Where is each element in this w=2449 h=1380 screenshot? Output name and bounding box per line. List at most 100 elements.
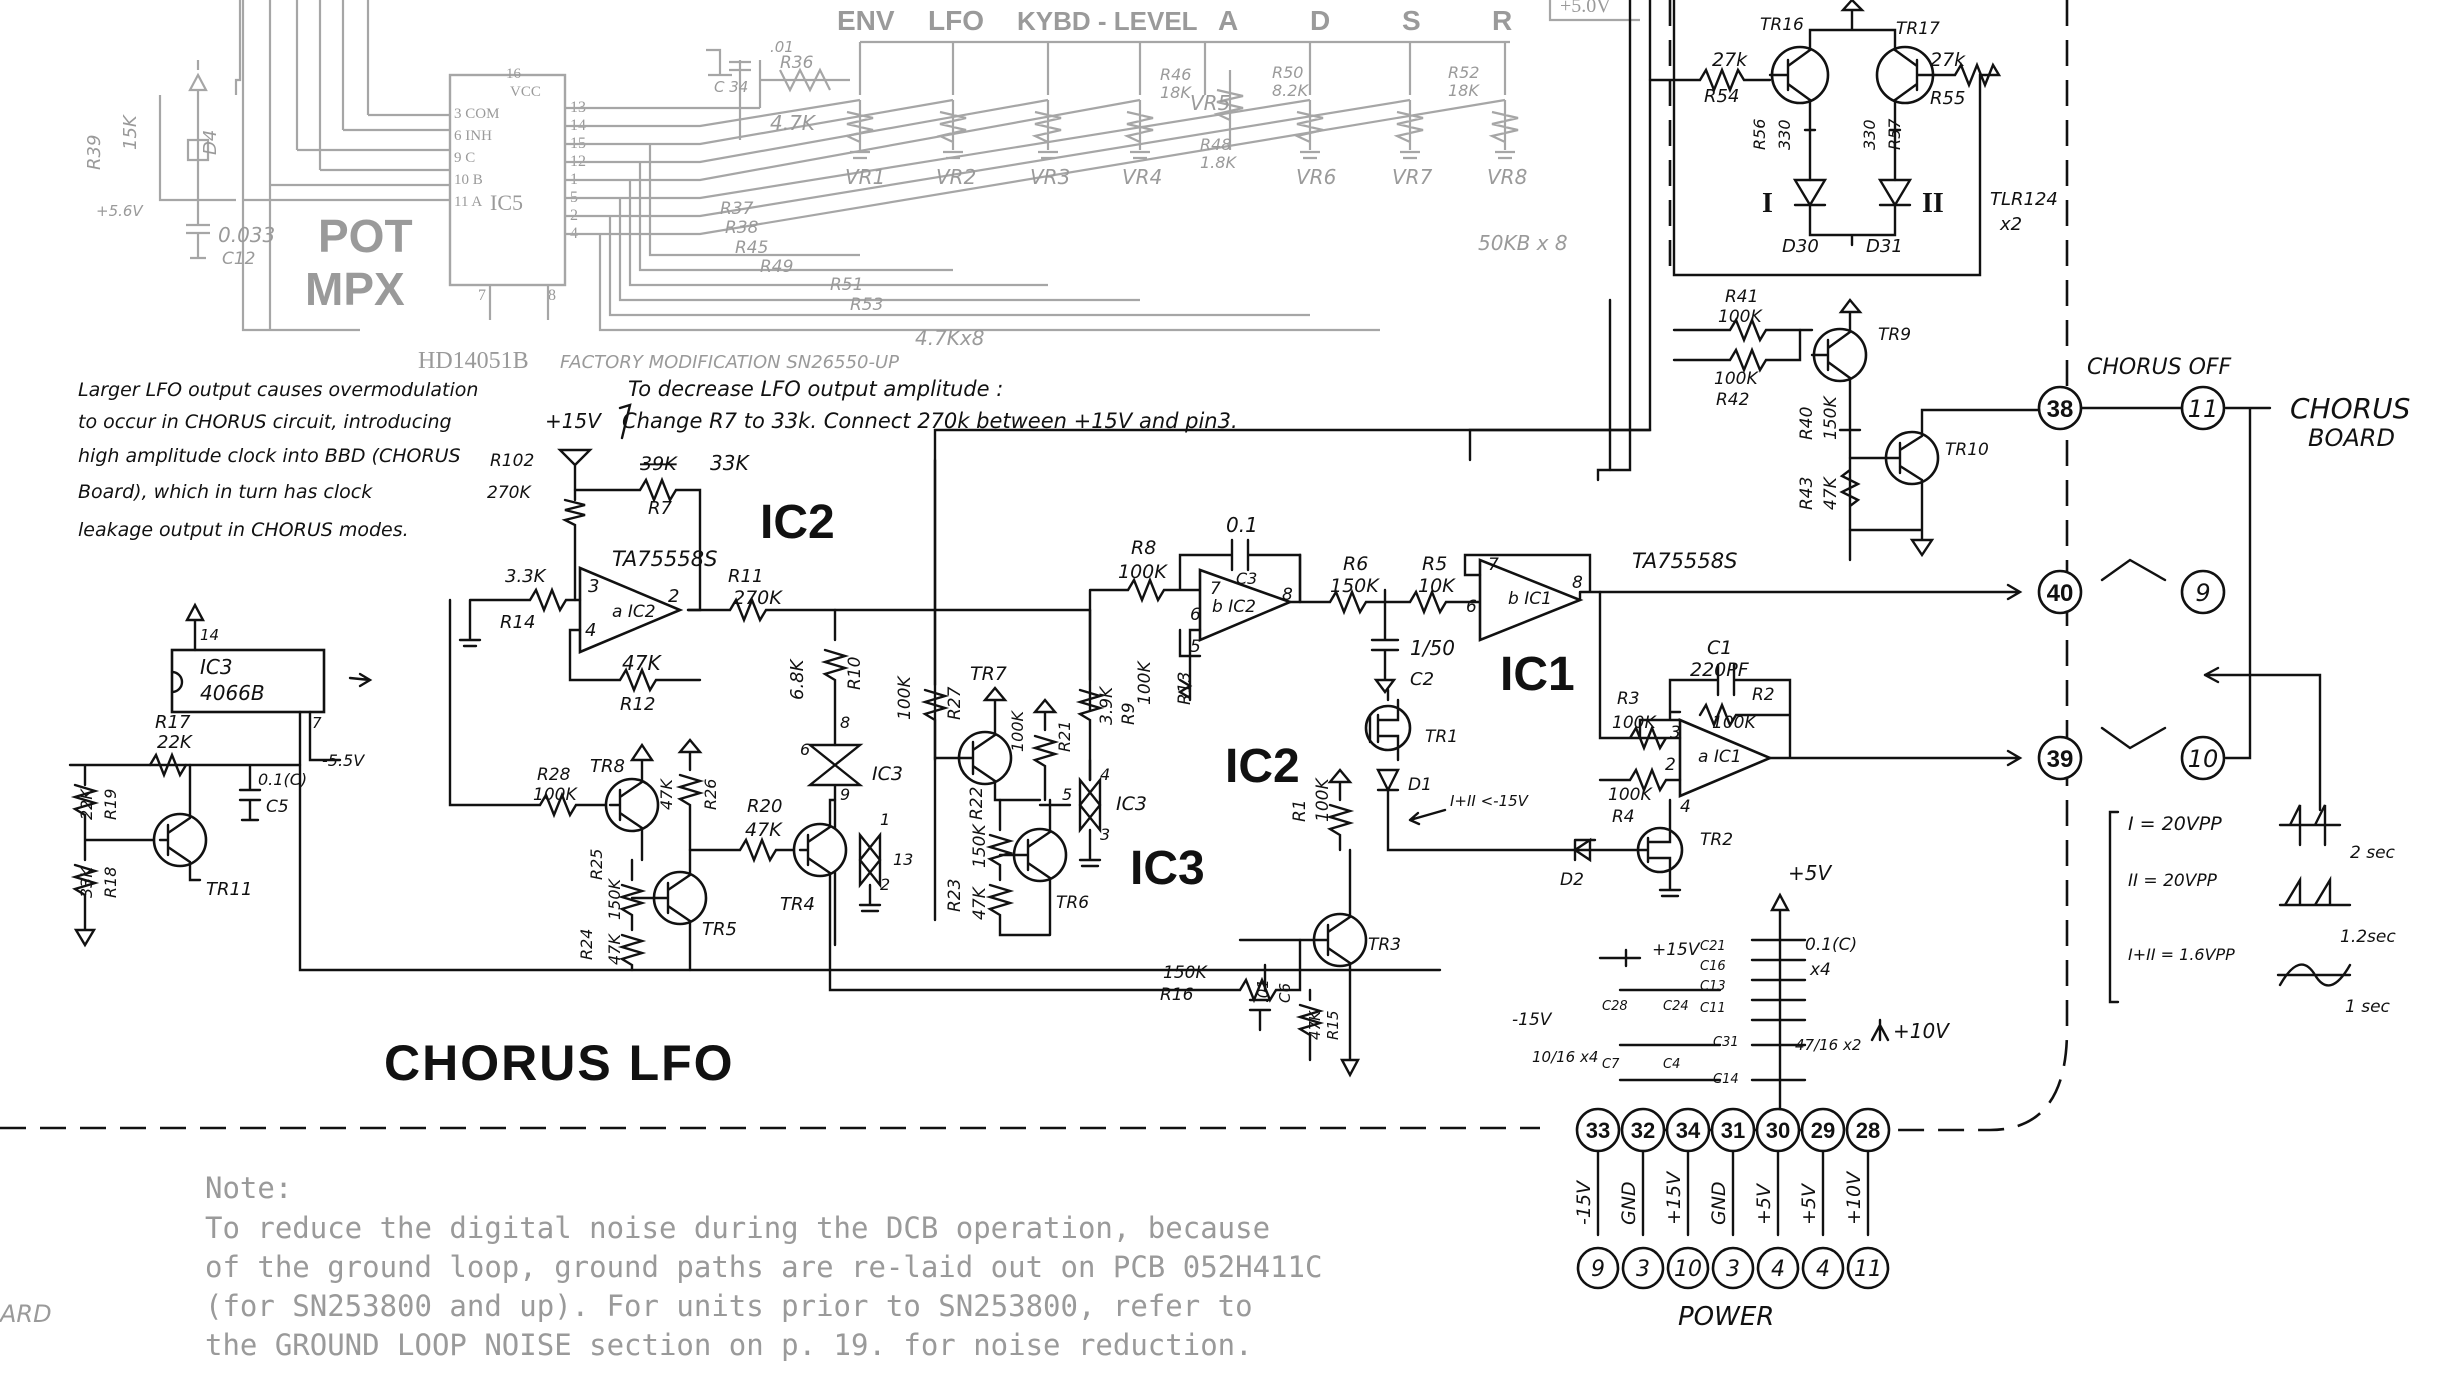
- pot-array-note: 50KB x 8: [1478, 231, 1568, 255]
- c2-value: 1/50: [1410, 636, 1455, 660]
- pot-mpx-title-1: POT: [318, 210, 413, 262]
- c5-value: 0.1(C): [258, 770, 307, 789]
- ic3-pin5: 5: [1062, 785, 1072, 804]
- ic2b-opamp: [1198, 568, 1294, 642]
- vr4-label: VR4: [1122, 165, 1162, 189]
- r18-label: R18: [101, 867, 120, 898]
- r2-label: R2: [1752, 685, 1775, 705]
- r26-value: 47K: [657, 778, 676, 810]
- annotation-left-line3: high amplitude clock into BBD (CHORUS: [78, 445, 461, 467]
- label-plus5v-top: +5.0V: [1560, 0, 1611, 17]
- triangle-wave-icon: [2100, 558, 2167, 582]
- annotation-left-line2: to occur in CHORUS circuit, introducing: [78, 411, 452, 433]
- ground-loop-note: Note: To reduce the digital noise during…: [0, 1171, 1322, 1362]
- chorus-lfo-circuit: +15V R102 270K 39K 33K R7 IC2 3 4 2 a IC…: [68, 0, 2023, 1091]
- board-pin-4a-label: 4: [1771, 1257, 1785, 1282]
- power-rail-gnd-1: GND: [1618, 1181, 1640, 1225]
- ic3-pin8: 8: [840, 713, 850, 732]
- ic5-chip-name: HD14051B: [418, 348, 529, 374]
- c2-label: C2: [1410, 669, 1434, 690]
- r12-value: 47K: [622, 651, 662, 675]
- r36-label: R36: [780, 53, 814, 73]
- power-pin-33-label: 33: [1586, 1118, 1610, 1143]
- r3-value: 100K: [1612, 713, 1657, 733]
- ic1b-pin6: 6: [1466, 597, 1477, 617]
- plus15v-power: +15V: [1652, 940, 1701, 960]
- ic2a-part: TA75558S: [612, 547, 717, 571]
- ic1a-label: a IC1: [1698, 747, 1742, 767]
- note-line-2: of the ground loop, ground paths are re-…: [205, 1250, 1322, 1284]
- r57-value: 330: [1860, 119, 1879, 150]
- ic3-switch-label: IC3: [872, 763, 903, 785]
- tr1-fet: [1364, 704, 1412, 752]
- ic5-pin-inh: 6 INH: [454, 128, 492, 144]
- board-pin-4a: [1756, 1246, 1800, 1290]
- r10-value: 6.8K: [787, 658, 808, 700]
- chorus-indicator-section: 27k R54 27k R55 TR16 TR17 R56 330 330 R5…: [1468, 0, 2410, 1132]
- ic1-part: TA75558S: [1632, 549, 1737, 573]
- r45-label: R45: [735, 238, 768, 258]
- cap-qty: x4: [1809, 960, 1831, 980]
- power-pin-28-label: 28: [1856, 1118, 1880, 1143]
- r41-label: R41: [1725, 287, 1758, 307]
- ic2a-pin3: 3: [588, 576, 599, 597]
- tr5-label: TR5: [702, 919, 737, 940]
- ic1a-pin2: 2: [1665, 755, 1676, 775]
- ic3-pin6: 6: [800, 740, 810, 759]
- r22-label: R22: [967, 787, 987, 820]
- ic3-chip-pin7: 7: [312, 714, 322, 732]
- cap-c31: C31: [1713, 1035, 1739, 1050]
- cap-note: 0.1(C): [1805, 935, 1857, 955]
- power-pin-32-label: 32: [1631, 1118, 1655, 1143]
- waveform-sum-icon: [2276, 963, 2352, 987]
- r14-value: 3.3K: [505, 566, 547, 587]
- ic3-pin4: 4: [1100, 765, 1110, 784]
- ic3-pin3: 3: [1100, 825, 1110, 844]
- d30-label: D30: [1782, 236, 1819, 257]
- r43-label: R43: [1797, 477, 1817, 510]
- connector-11-label: 11: [2188, 395, 2219, 423]
- r4-label: R4: [1612, 807, 1635, 827]
- connector-38-label: 38: [2047, 396, 2074, 423]
- cap-c4: C4: [1663, 1057, 1680, 1072]
- plus56v-label: +5.6V: [96, 202, 144, 220]
- power-pin-31-label: 31: [1721, 1118, 1745, 1143]
- r39-label: R39: [84, 135, 105, 170]
- r21-label: R21: [1055, 721, 1074, 752]
- ic5-pin16: 16: [506, 66, 522, 82]
- board-pin-4b: [1801, 1246, 1845, 1290]
- c6-label: C6: [1276, 983, 1294, 1003]
- r3-label: R3: [1617, 689, 1640, 709]
- cap-c13: C13: [1700, 979, 1726, 994]
- top-bus-wire: [1548, 0, 1640, 22]
- c3-value: 0.1: [1226, 513, 1258, 537]
- r41-value: 100K: [1718, 307, 1763, 327]
- vr8-label: VR8: [1487, 165, 1527, 189]
- tr2-label: TR2: [1700, 830, 1733, 850]
- r-array-note: 4.7Kx8: [915, 326, 984, 350]
- waveform-i-amp: I = 20VPP: [2128, 813, 2222, 835]
- i-plus-ii-note: I+II <-15V: [1450, 792, 1530, 810]
- ic2-big-label-2: IC2: [1225, 740, 1300, 793]
- board-pin-10-label: 10: [1674, 1257, 1702, 1282]
- r27-label: R27: [945, 686, 965, 720]
- vr6-label: VR6: [1296, 165, 1336, 189]
- note-line-4: the GROUND LOOP NOISE section on p. 19. …: [205, 1328, 1253, 1362]
- annotation-overmodulation: Larger LFO output causes overmodulation …: [78, 379, 478, 541]
- r50-value: 8.2K: [1272, 81, 1309, 100]
- plus10v-power: +10V: [1893, 1019, 1950, 1043]
- annotation-mid-line1: To decrease LFO output amplitude :: [628, 377, 1003, 401]
- ic2b-pin7: 7: [1210, 579, 1221, 599]
- tr1-label: TR1: [1425, 727, 1458, 747]
- ic1a-opamp: [1678, 718, 1774, 798]
- r17-label: R17: [155, 712, 191, 733]
- power-rail-minus15v: -15V: [1573, 1179, 1595, 1225]
- plus5v-power: +5V: [1788, 861, 1832, 885]
- r53-label: R53: [850, 295, 883, 315]
- tr9-label: TR9: [1878, 325, 1911, 345]
- ic3-big-label: IC3: [1130, 842, 1205, 895]
- waveform-ii-period: 1.2sec: [2340, 927, 2396, 947]
- tr8-label: TR8: [590, 756, 625, 777]
- d31-label: D31: [1866, 236, 1903, 257]
- annotation-left-line1: Larger LFO output causes overmodulation: [78, 379, 478, 401]
